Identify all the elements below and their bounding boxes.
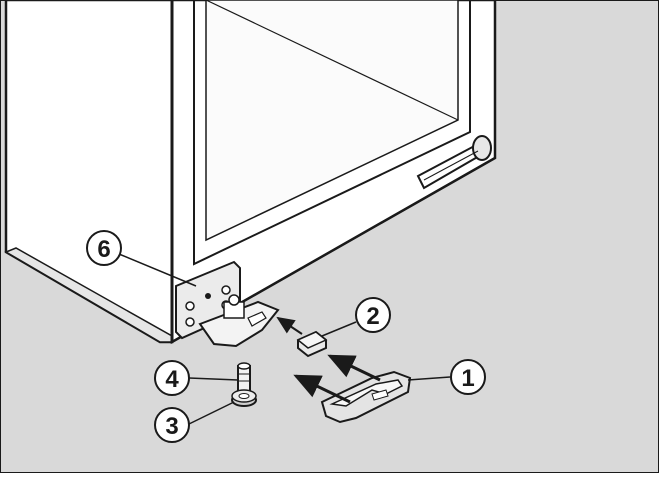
callout-1-label: 1: [461, 365, 474, 392]
arrow-clip-lower: [293, 374, 351, 404]
arrow-clip-upper: [327, 354, 381, 382]
leader-4: [188, 377, 239, 381]
door-handle: [416, 135, 492, 190]
callout-4: 4: [154, 360, 190, 396]
callout-2-label: 2: [366, 303, 379, 330]
hinge-bracket: [175, 260, 280, 348]
leader-2: [321, 321, 357, 337]
leader-1: [407, 376, 451, 381]
leader-3: [188, 401, 235, 425]
arrow-cap-to-hinge: [276, 316, 303, 335]
door-glass-frame: [193, 0, 471, 266]
callout-1: 1: [450, 359, 486, 395]
leader-6: [118, 253, 197, 287]
glass-reflection-line: [205, 0, 459, 121]
callout-2: 2: [355, 297, 391, 333]
callout-6: 6: [86, 230, 122, 266]
callout-4-label: 4: [165, 366, 179, 393]
callout-3: 3: [154, 407, 190, 443]
callout-3-label: 3: [165, 413, 178, 440]
pin-washer: [231, 389, 257, 407]
callout-6-label: 6: [97, 236, 110, 263]
u-clip: [320, 370, 412, 424]
cover-cap: [296, 330, 328, 358]
